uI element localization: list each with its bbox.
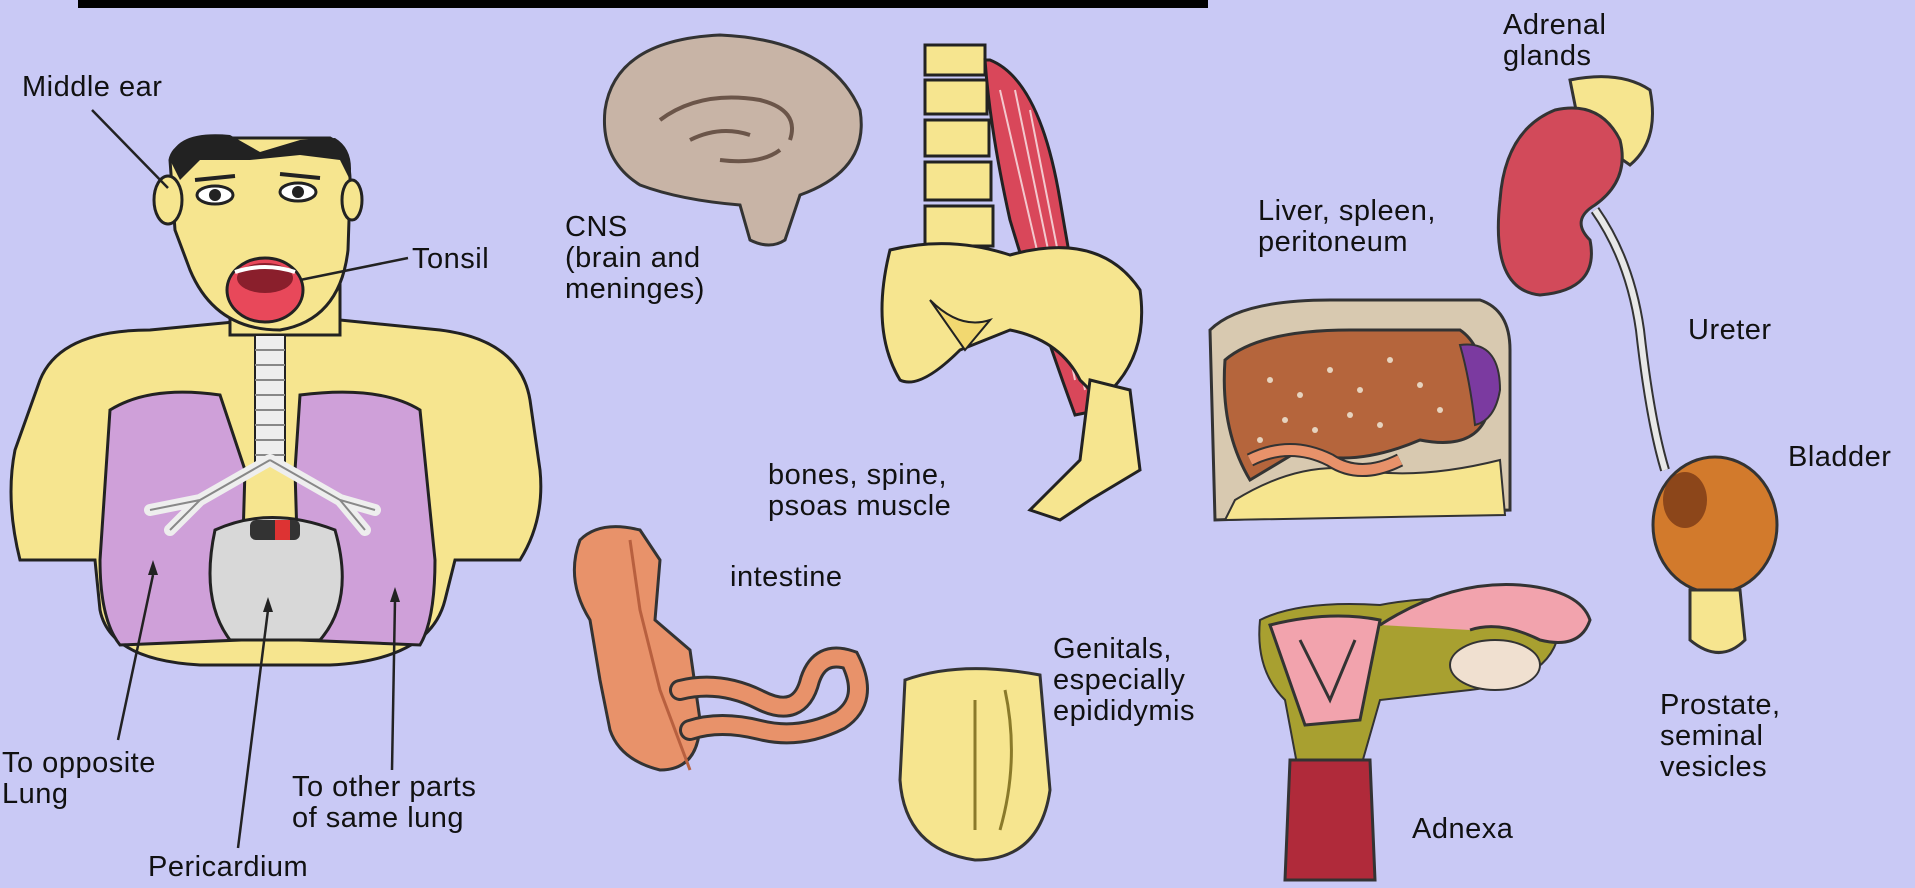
label-ureter: Ureter: [1688, 315, 1772, 346]
testis-illustration: [900, 669, 1050, 860]
label-to-other-parts: To other parts of same lung: [292, 772, 476, 834]
label-adnexa: Adnexa: [1412, 814, 1513, 845]
label-bones: bones, spine, psoas muscle: [768, 460, 951, 522]
label-adrenal: Adrenal glands: [1503, 10, 1606, 72]
label-bladder: Bladder: [1788, 442, 1891, 473]
label-intestine: intestine: [730, 562, 843, 593]
label-tonsil: Tonsil: [412, 244, 489, 275]
label-genitals: Genitals, especially epididymis: [1053, 634, 1195, 727]
liver-illustration: [1210, 300, 1510, 520]
torso-illustration: [11, 110, 541, 848]
label-prostate: Prostate, seminal vesicles: [1660, 690, 1781, 783]
label-cns: CNS (brain and meninges): [565, 212, 705, 305]
label-to-opposite-lung: To opposite Lung: [2, 748, 156, 810]
label-liver: Liver, spleen, peritoneum: [1258, 196, 1436, 258]
spine-pelvis-illustration: [882, 45, 1142, 520]
label-middle-ear: Middle ear: [22, 72, 162, 103]
label-pericardium: Pericardium: [148, 852, 308, 883]
urinary-illustration: [1498, 77, 1777, 653]
